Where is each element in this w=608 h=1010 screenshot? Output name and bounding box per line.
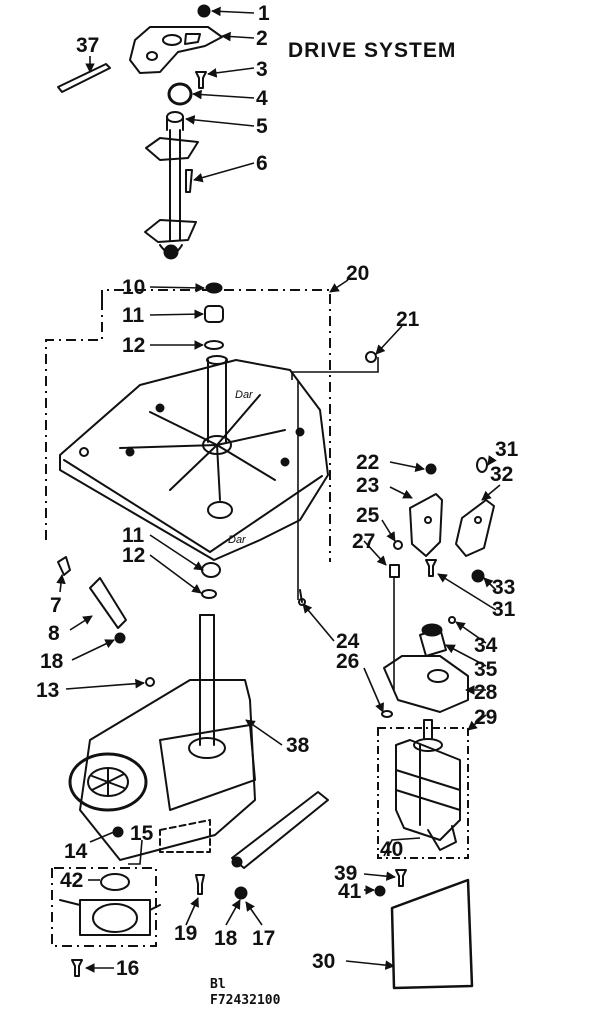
washer-part-25 [393,540,403,550]
callout-26: 26 [336,650,359,673]
callout-18-left: 18 [40,650,64,673]
nut-part-1 [197,4,211,18]
bracket-part-32 [455,499,495,557]
callout-35: 35 [474,658,498,681]
callout-6: 6 [256,152,268,175]
screw-part-39 [395,869,407,887]
bracket-part-23 [409,493,443,557]
callout-33: 33 [492,576,515,599]
callout-20: 20 [346,262,369,285]
bushing-part-27 [389,564,400,578]
callout-17: 17 [252,927,275,950]
motor-part-29 [377,719,469,859]
nut-part-41 [374,885,386,897]
strap-part-8 [89,577,127,629]
callout-21: 21 [396,308,420,331]
callout-2: 2 [256,27,268,50]
callout-11-bottom: 11 [122,524,145,547]
callout-12-top: 12 [122,334,145,357]
callout-10: 10 [122,276,145,299]
callout-28: 28 [474,681,498,704]
washer-part-26 [381,710,393,718]
rod-part-37 [57,63,111,93]
screw-part-7 [57,556,71,576]
callout-labels: 1 2 3 4 5 6 37 10 11 12 20 21 11 12 7 8 … [36,2,519,980]
screw-part-31 [425,559,437,577]
screw-part-3 [195,71,207,89]
callout-14: 14 [64,840,88,863]
base-plate-part-20: Dar Dar [59,355,329,561]
callout-42: 42 [60,869,83,892]
callout-34: 34 [474,634,498,657]
callout-32: 32 [490,463,513,486]
mount-plate-part-28 [383,655,469,713]
diagram-title: DRIVE SYSTEM [288,39,456,62]
bearing-part-5 [166,111,184,131]
footer-code-line1: Bl [210,977,226,992]
clip-part-24-ring [298,598,306,606]
callout-25: 25 [356,504,380,527]
cover-panel-part-30 [390,878,474,990]
leader-lines [56,6,501,973]
callout-38: 38 [286,734,310,757]
callout-39: 39 [334,862,357,885]
callout-31-bottom: 31 [492,598,516,621]
callout-15: 15 [130,822,154,845]
callout-31-top: 31 [495,438,519,461]
pump-assembly-part-42 [51,867,161,947]
callout-5: 5 [256,115,268,138]
callout-30: 30 [312,950,335,973]
callout-12-bottom: 12 [122,544,145,567]
ring-part-4 [167,82,193,106]
callout-27: 27 [352,530,375,553]
callout-40: 40 [380,838,403,861]
key-part-34 [448,616,456,624]
callout-11-top: 11 [122,304,145,327]
pulley-part-35 [419,623,447,657]
callout-29: 29 [474,706,497,729]
callout-41: 41 [338,880,362,903]
callout-3: 3 [256,58,268,81]
callout-18-right: 18 [214,927,238,950]
callout-37: 37 [76,34,99,57]
callout-4: 4 [256,87,268,110]
nut-part-18-right [234,886,248,900]
screw-part-19 [195,874,205,895]
callout-22: 22 [356,451,379,474]
dash-boundary-20 [45,289,331,562]
clip-part-13 [145,677,155,687]
callout-24: 24 [336,630,360,653]
clip-part-21 [365,351,377,363]
screw-part-16 [71,959,83,977]
nut-part-22 [425,463,437,475]
footer-code-line2: F72432100 [210,993,281,1008]
svg-text:Dar: Dar [228,534,247,546]
part-14 [112,826,124,838]
pin-part-31-top [476,457,488,473]
callout-16: 16 [116,957,139,980]
callout-19: 19 [174,922,197,945]
shaft-assembly-part-6 [144,129,199,260]
transmission-part-38 [68,614,256,861]
callout-8: 8 [48,622,60,645]
callout-23: 23 [356,474,379,497]
callout-7: 7 [50,594,62,617]
svg-text:Dar: Dar [235,389,254,401]
callout-13: 13 [36,679,59,702]
nut-part-18-left [114,632,126,644]
belt-part-17 [231,791,329,869]
nut-part-33 [471,569,485,583]
top-bracket-part-2 [129,26,223,74]
callout-1: 1 [258,2,270,25]
